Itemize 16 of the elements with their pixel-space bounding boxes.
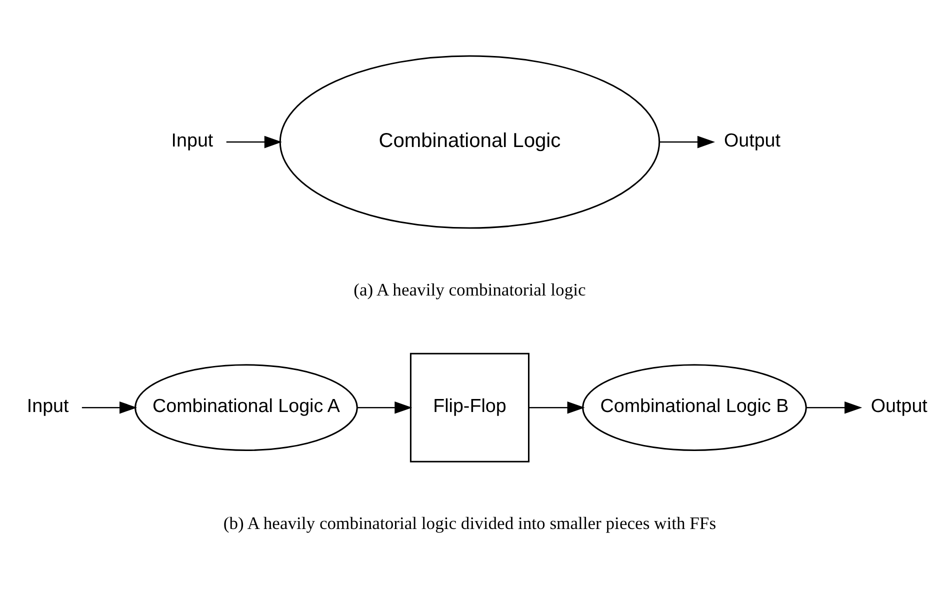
- arrow: [226, 136, 282, 148]
- node-ellipse: Combinational Logic B: [582, 364, 807, 452]
- node-text: Input: [26, 394, 69, 416]
- node-text: Input: [171, 129, 214, 150]
- arrow: [82, 401, 138, 414]
- arrow: [806, 401, 862, 414]
- node-text: Output: [870, 394, 928, 416]
- arrow: [660, 136, 716, 148]
- node-ellipse: Combinational Logic: [279, 55, 660, 229]
- node-ellipse: Combinational Logic A: [134, 364, 358, 452]
- node-text: Output: [724, 129, 781, 150]
- label: (b) A heavily combinatorial logic divided into smaller pieces with FFs: [223, 513, 716, 534]
- arrow: [529, 401, 585, 414]
- node-box: Flip-Flop: [410, 352, 530, 462]
- arrow: [357, 401, 412, 414]
- label: (a) A heavily combinatorial logic: [354, 279, 586, 300]
